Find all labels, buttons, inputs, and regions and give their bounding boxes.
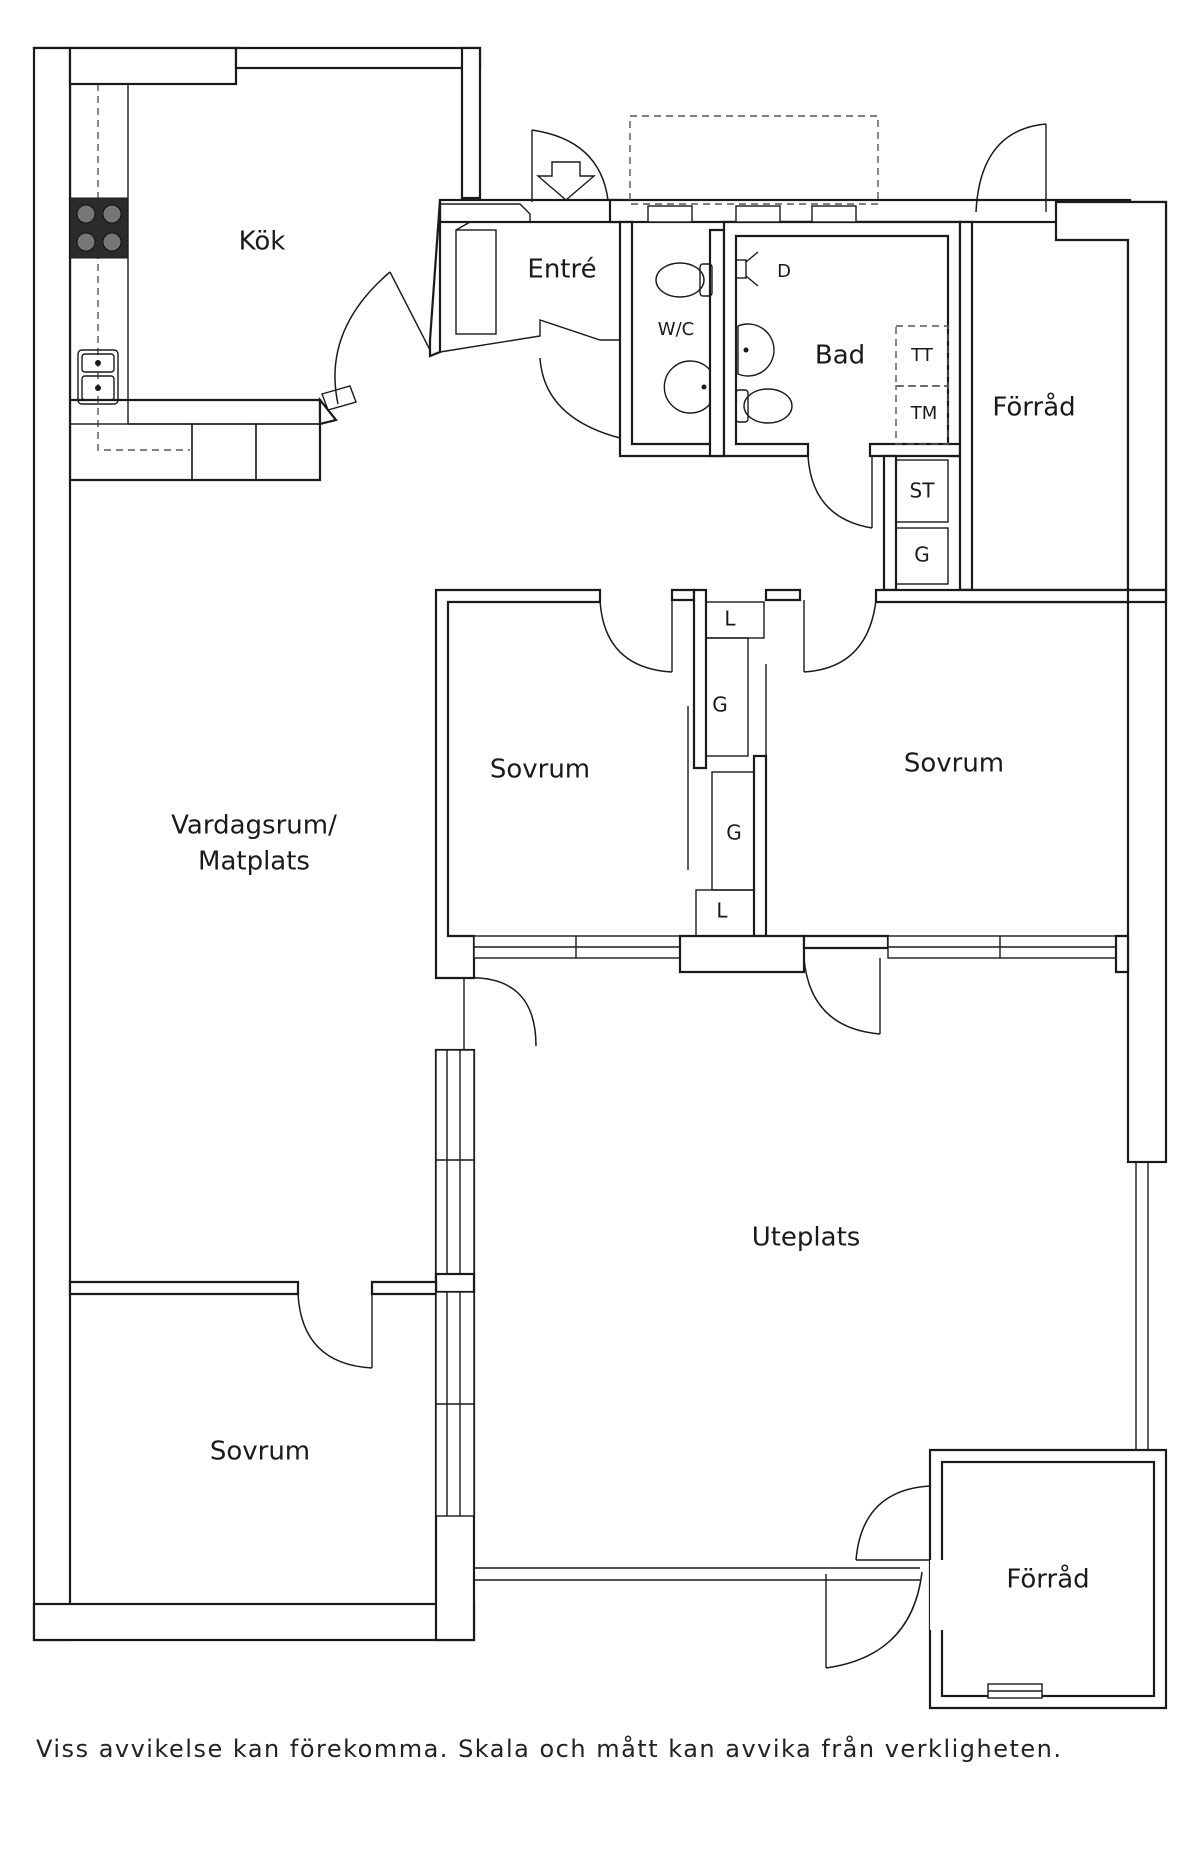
wardrobes: L G G L bbox=[678, 588, 806, 974]
patio: Uteplats bbox=[474, 1162, 1149, 1581]
bath-sink-icon bbox=[737, 323, 775, 377]
wc-sink-icon bbox=[663, 360, 711, 414]
entry-arrow-icon bbox=[536, 161, 596, 201]
fixture-label-l-bottom: L bbox=[716, 899, 728, 923]
room-label-uteplats: Uteplats bbox=[752, 1223, 861, 1253]
bath-toilet-icon bbox=[735, 388, 793, 424]
kitchen: Kök bbox=[69, 83, 431, 481]
room-label-forrad-bottom: Förråd bbox=[1006, 1564, 1089, 1595]
storage-top: Förråd bbox=[958, 123, 1168, 604]
wc: D W/C bbox=[618, 205, 791, 458]
disclaimer-text: Viss avvikelse kan förekomma. Skala och … bbox=[36, 1735, 1063, 1763]
outer-walls bbox=[32, 46, 1168, 1642]
room-label-vardagsrum-1: Vardagsrum/ bbox=[171, 811, 337, 841]
toilet-icon bbox=[655, 262, 713, 298]
canopy-outline bbox=[629, 115, 879, 205]
fixture-label-tt: TT bbox=[910, 345, 934, 366]
sink-icon bbox=[77, 349, 119, 405]
fixture-label-tm: TM bbox=[910, 403, 938, 424]
bedroom-middle: Sovrum bbox=[434, 588, 696, 980]
fixture-label-st: ST bbox=[910, 479, 936, 503]
bedroom-bottom: Sovrum bbox=[68, 1280, 475, 1517]
hob-icon bbox=[69, 197, 129, 259]
fixture-label-g-lower: G bbox=[726, 821, 742, 845]
room-label-kok: Kök bbox=[239, 227, 286, 257]
fixture-label-l-top: L bbox=[724, 607, 736, 631]
room-label-entre: Entré bbox=[527, 255, 596, 285]
room-label-bad: Bad bbox=[815, 341, 865, 371]
room-label-vardagsrum-2: Matplats bbox=[198, 847, 310, 877]
room-label-sovrum-right: Sovrum bbox=[904, 749, 1004, 779]
room-label-forrad-top: Förråd bbox=[992, 392, 1075, 423]
room-label-sovrum-bottom: Sovrum bbox=[210, 1437, 310, 1467]
storage-bottom: Förråd bbox=[825, 1448, 1168, 1710]
fixture-label-g-hall: G bbox=[914, 543, 930, 567]
room-label-sovrum-mid: Sovrum bbox=[490, 755, 590, 785]
room-label-wc: W/C bbox=[658, 319, 694, 340]
fixture-label-g-upper: G bbox=[712, 693, 728, 717]
entrance: Entré bbox=[428, 129, 621, 439]
fixture-label-d: D bbox=[777, 261, 791, 282]
hall-cabinets: ST G bbox=[882, 454, 949, 592]
living-room: Vardagsrum/ Matplats bbox=[171, 811, 537, 1294]
bedroom-right: Sovrum bbox=[764, 588, 1130, 1035]
